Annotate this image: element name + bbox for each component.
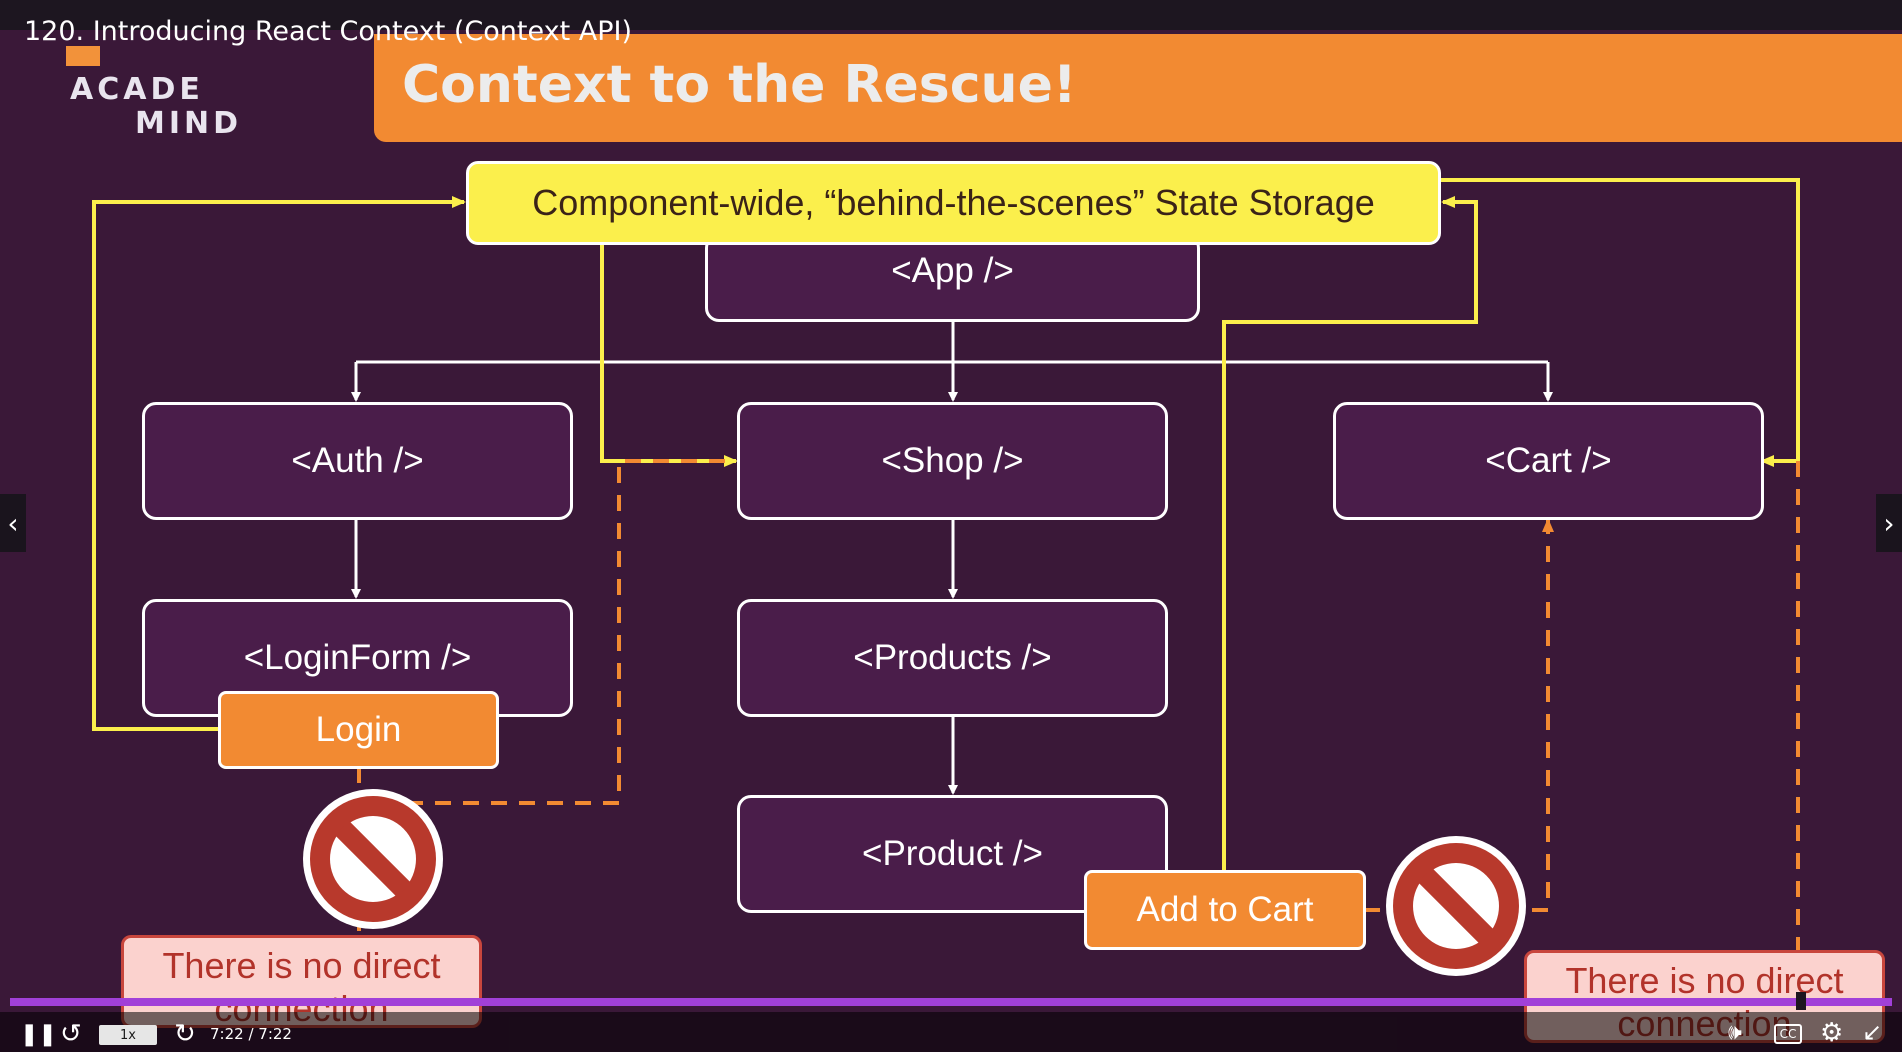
- logo-accent: [66, 46, 100, 66]
- add-to-cart-button: Add to Cart: [1084, 870, 1366, 950]
- forward-button[interactable]: ↻: [174, 1019, 196, 1049]
- video-title: 120. Introducing React Context (Context …: [24, 16, 633, 47]
- node-app: <App />: [705, 234, 1200, 322]
- settings-icon: ⚙: [1820, 1018, 1844, 1048]
- forbidden-icon: [303, 789, 443, 929]
- title-banner: [374, 34, 1902, 142]
- forward-icon: ↻: [174, 1019, 196, 1049]
- rewind-button[interactable]: ↺: [60, 1019, 82, 1049]
- login-button: Login: [218, 691, 499, 769]
- node-shop: <Shop />: [737, 402, 1168, 520]
- logo-line-2: MIND: [135, 106, 243, 141]
- node-auth: <Auth />: [142, 402, 573, 520]
- progress-bar[interactable]: [10, 998, 1892, 1006]
- progress-handle[interactable]: [1796, 992, 1806, 1010]
- exit-fullscreen-icon: ↙: [1862, 1018, 1883, 1046]
- captions-icon: CC: [1779, 1027, 1797, 1041]
- next-lecture-button[interactable]: ›: [1876, 494, 1902, 552]
- timecode: 7:22 / 7:22: [210, 1025, 292, 1043]
- chevron-left-icon: ‹: [7, 506, 19, 540]
- pause-icon: ❚❚: [20, 1022, 57, 1047]
- tree-lines: [351, 320, 1553, 795]
- previous-lecture-button[interactable]: ‹: [0, 494, 26, 552]
- volume-button[interactable]: 🕪: [1728, 1020, 1742, 1045]
- state-storage-box: Component-wide, “behind-the-scenes” Stat…: [466, 161, 1441, 245]
- rewind-icon: ↺: [60, 1019, 82, 1049]
- player-controls: [0, 1012, 1902, 1052]
- settings-button[interactable]: ⚙: [1820, 1018, 1843, 1048]
- forbidden-icon: [1386, 836, 1526, 976]
- play-pause-button[interactable]: ❚❚: [20, 1022, 57, 1047]
- video-top-bar: [0, 0, 1902, 30]
- node-cart: <Cart />: [1333, 402, 1764, 520]
- slide-title: Context to the Rescue!: [402, 55, 1077, 115]
- node-products: <Products />: [737, 599, 1168, 717]
- volume-icon: 🕪: [1728, 1020, 1742, 1045]
- exit-fullscreen-button[interactable]: ↙: [1862, 1018, 1882, 1046]
- captions-button[interactable]: CC: [1774, 1024, 1802, 1044]
- chevron-right-icon: ›: [1883, 506, 1895, 540]
- logo-line-1: ACADE: [70, 72, 204, 107]
- playback-speed-button[interactable]: 1x: [99, 1025, 157, 1045]
